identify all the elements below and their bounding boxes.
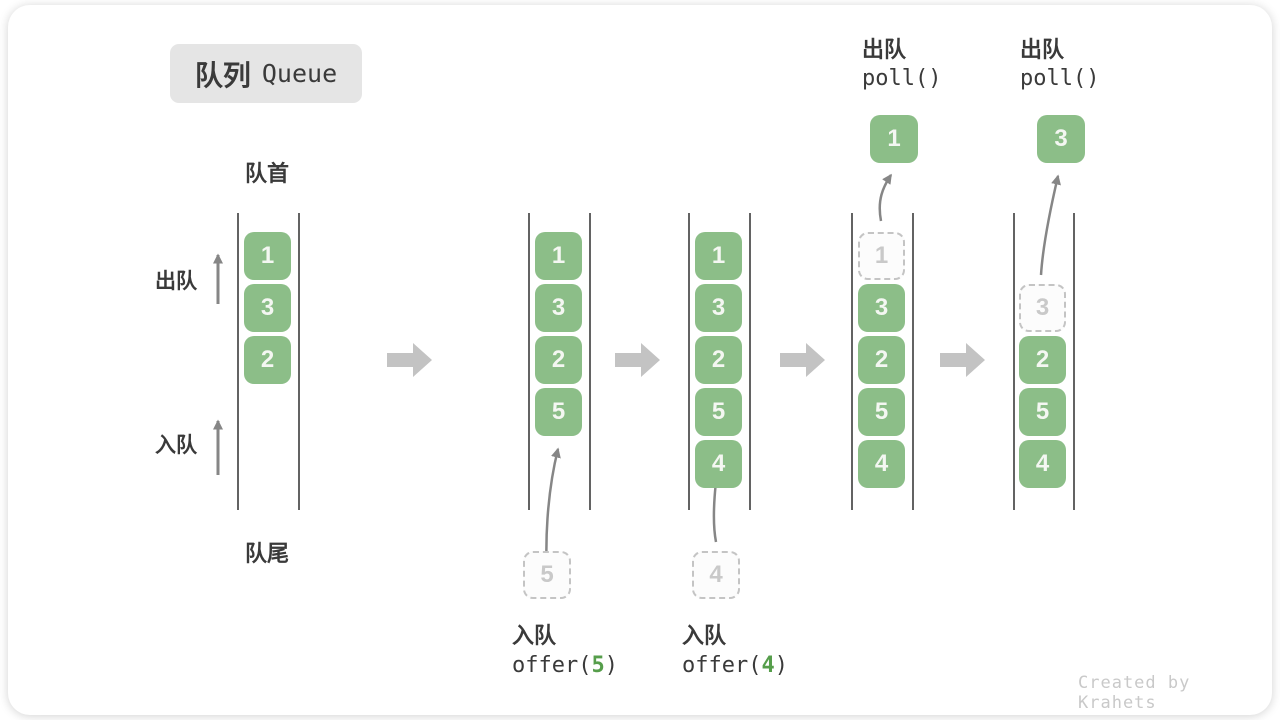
queue-rail-right-4	[912, 213, 914, 510]
label-queue-front: 队首	[245, 161, 290, 186]
queue-element: 1	[244, 232, 291, 280]
queue-element: 4	[1019, 440, 1066, 488]
code-text: )	[604, 653, 618, 678]
popped-element: 3	[1037, 115, 1085, 163]
incoming-element-ghost: 5	[523, 551, 571, 599]
flow-arrow-icon	[780, 343, 825, 377]
queue-element: 4	[858, 440, 905, 488]
poll1-op-label: 出队	[862, 37, 907, 62]
queue-element: 4	[695, 440, 742, 488]
removed-element-ghost: 1	[858, 232, 905, 280]
queue-element: 2	[535, 336, 582, 384]
flow-arrow-icon	[387, 343, 432, 377]
queue-rail-right-5	[1073, 213, 1075, 510]
code-arg: 5	[591, 653, 605, 678]
enqueue5-op-label: 入队	[512, 623, 557, 648]
enqueue5-op-code: offer(5)	[512, 653, 618, 678]
poll2-op-code: poll()	[1020, 66, 1100, 91]
code-arg: 4	[761, 653, 775, 678]
label-queue-rear: 队尾	[245, 541, 290, 566]
queue-element: 5	[695, 388, 742, 436]
poll1-op-code: poll()	[862, 66, 942, 91]
title-badge: 队列 Queue	[170, 44, 362, 103]
flow-arrow-icon	[615, 343, 660, 377]
queue-rail-right-3	[749, 213, 751, 510]
code-text: )	[774, 653, 788, 678]
queue-element: 5	[1019, 388, 1066, 436]
label-dequeue: 出队	[155, 270, 197, 293]
queue-element: 1	[695, 232, 742, 280]
queue-element: 5	[535, 388, 582, 436]
label-enqueue: 入队	[155, 434, 197, 457]
watermark: Created by Krahets	[1078, 673, 1191, 713]
removed-element-ghost: 3	[1019, 284, 1066, 332]
poll2-op-label: 出队	[1020, 37, 1065, 62]
queue-rail-left-2	[528, 213, 530, 510]
queue-rail-left-3	[688, 213, 690, 510]
queue-element: 2	[1019, 336, 1066, 384]
queue-rail-right-2	[589, 213, 591, 510]
queue-element: 3	[858, 284, 905, 332]
queue-rail-left-5	[1013, 213, 1015, 510]
queue-element: 5	[858, 388, 905, 436]
enqueue4-op-code: offer(4)	[682, 653, 788, 678]
flow-arrow-icon	[940, 343, 985, 377]
queue-rail-right-1	[298, 213, 300, 510]
enqueue4-op-label: 入队	[682, 623, 727, 648]
title-zh: 队列	[194, 59, 251, 91]
queue-element: 2	[858, 336, 905, 384]
queue-element: 3	[695, 284, 742, 332]
code-text: offer(	[512, 653, 592, 678]
queue-rail-left-1	[237, 213, 239, 510]
title-en: Queue	[261, 59, 338, 88]
code-text: offer(	[682, 653, 762, 678]
queue-rail-left-4	[851, 213, 853, 510]
queue-element: 3	[535, 284, 582, 332]
queue-element: 2	[695, 336, 742, 384]
incoming-element-ghost: 4	[692, 551, 740, 599]
queue-element: 1	[535, 232, 582, 280]
queue-element: 2	[244, 336, 291, 384]
queue-element: 3	[244, 284, 291, 332]
popped-element: 1	[870, 115, 918, 163]
